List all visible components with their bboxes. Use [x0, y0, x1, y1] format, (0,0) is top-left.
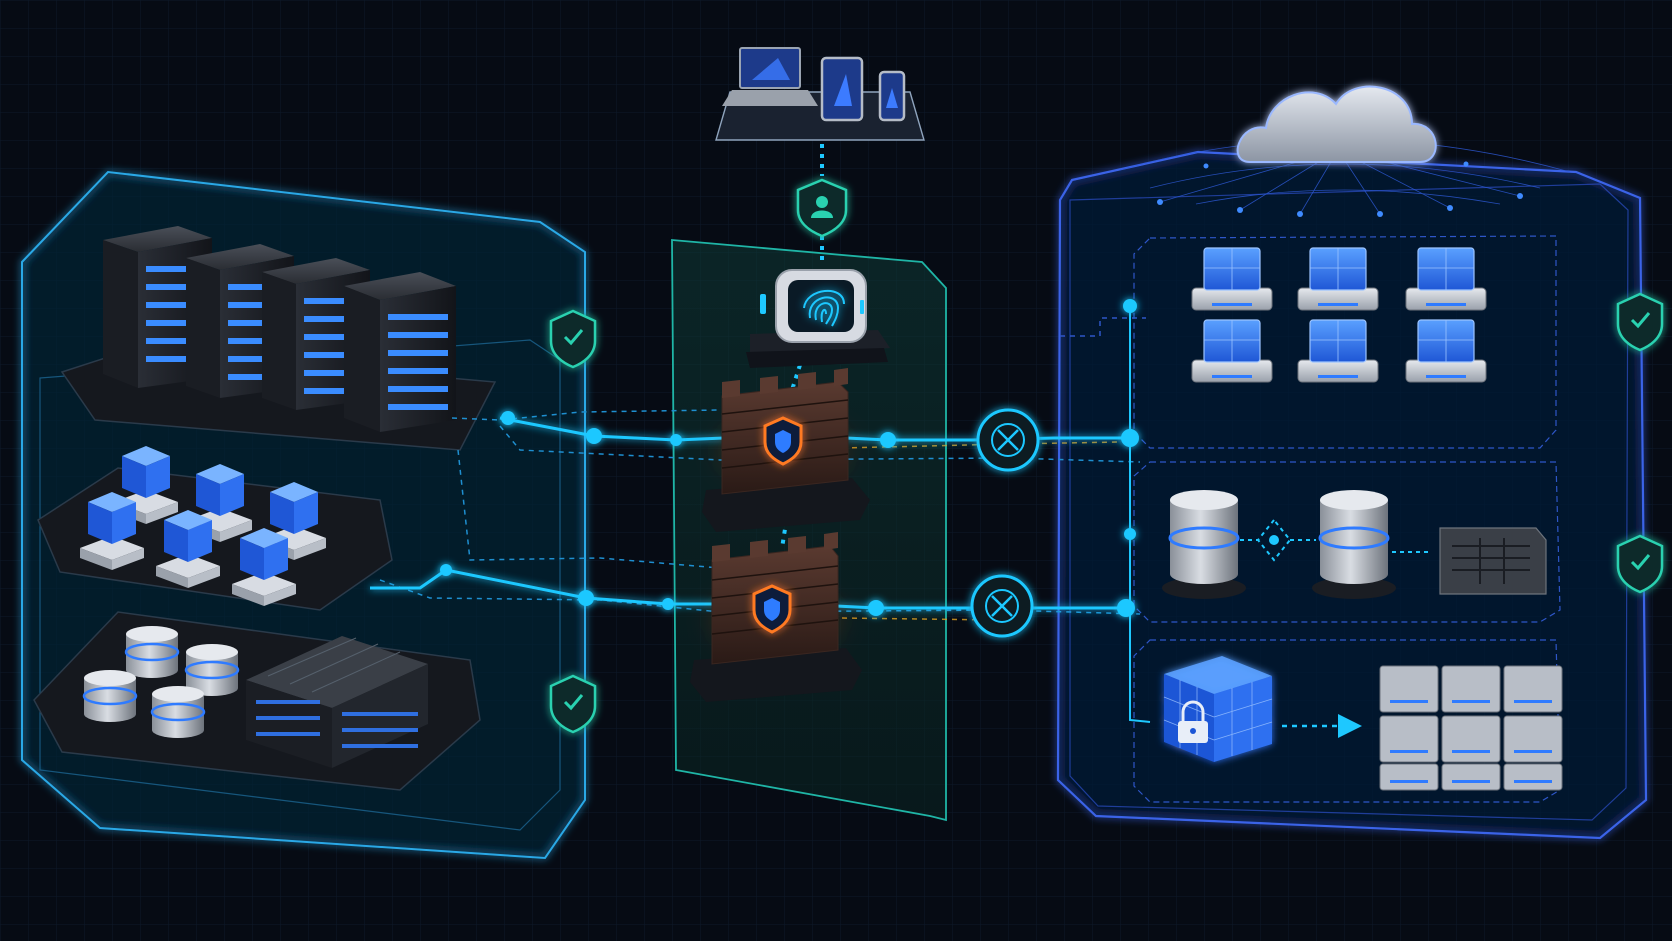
shield-check-icon	[549, 309, 597, 369]
user-shield-icon	[796, 178, 848, 238]
vm-node	[1297, 247, 1379, 311]
vm-node	[1405, 319, 1487, 383]
db-link	[1240, 518, 1432, 562]
vm-node	[1191, 319, 1273, 383]
vm-node	[1297, 319, 1379, 383]
database-panel	[1133, 461, 1561, 623]
server-rack	[344, 272, 456, 432]
server-rack-tier	[60, 226, 497, 451]
compute-panel	[1133, 235, 1557, 449]
vm-node	[1191, 247, 1273, 311]
database-icon	[150, 686, 206, 738]
tablet-icon	[820, 56, 864, 122]
storage-panel	[1133, 639, 1561, 803]
primary-link-upper	[499, 416, 1130, 442]
shield-check-icon	[1616, 534, 1664, 594]
db-link-node	[1269, 535, 1279, 545]
storage-array	[246, 636, 428, 768]
cube-node	[156, 510, 220, 588]
gateway-x-icon	[970, 574, 1034, 638]
mesh-nodes	[1157, 161, 1523, 217]
cloud-database	[1162, 490, 1246, 599]
laptop-icon	[722, 47, 818, 106]
link-nodes	[440, 299, 1139, 617]
hardware-module	[1439, 527, 1547, 595]
primary-link-lower	[370, 568, 1126, 610]
cloud-zone	[1056, 85, 1664, 840]
firewall-lower	[690, 532, 862, 702]
server-rack	[186, 244, 294, 398]
cube-node	[262, 482, 326, 560]
onprem-databases	[82, 626, 240, 738]
fingerprint-icon	[803, 289, 845, 327]
cloud-compute-nodes	[1191, 247, 1487, 383]
fingerprint-scanner	[746, 269, 890, 368]
firewall-upper	[702, 368, 870, 532]
client-devices	[715, 47, 925, 141]
gateway-x-icon	[976, 408, 1040, 472]
cube-node	[80, 492, 144, 570]
database-icon	[82, 670, 138, 722]
cube-node	[232, 528, 296, 606]
storage-block-grid	[1379, 665, 1563, 791]
shield-check-icon	[549, 674, 597, 734]
encrypted-data-cube	[1163, 656, 1273, 762]
encryption-flow-arrow	[1282, 714, 1362, 738]
vm-node	[1405, 247, 1487, 311]
database-icon	[124, 626, 180, 678]
firewall-icon	[752, 584, 792, 634]
shield-check-icon	[1616, 292, 1664, 352]
cloud-database	[1312, 490, 1396, 599]
cloud-icon	[1236, 85, 1437, 163]
auth-chain	[780, 144, 824, 549]
onprem-cube-nodes	[80, 446, 326, 606]
padlock-icon	[1178, 700, 1208, 743]
database-icon	[184, 644, 240, 696]
firewall-icon	[763, 416, 803, 466]
smartphone-icon	[878, 70, 906, 122]
